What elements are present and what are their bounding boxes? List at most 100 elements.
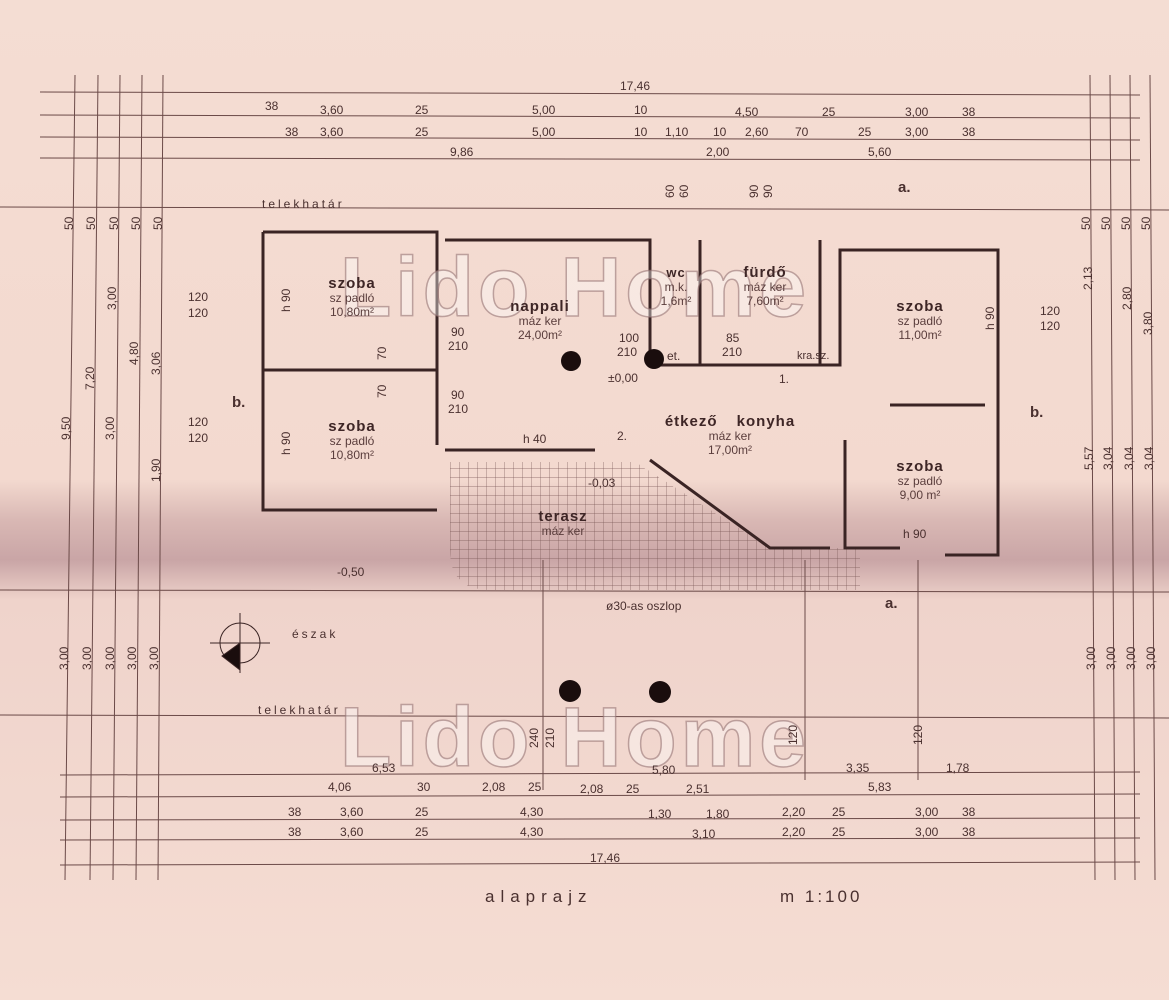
dim: 38	[288, 805, 302, 819]
drawing-title: alaprajz	[485, 887, 593, 906]
dimension-lines	[0, 74, 1169, 881]
note: kra.sz.	[797, 350, 830, 362]
dim: 3,60	[320, 125, 344, 139]
dim: 3,60	[340, 825, 364, 839]
dim: 1,78	[946, 761, 970, 775]
dim: 1,10	[665, 125, 689, 139]
dim: 3,00	[905, 125, 929, 139]
door-dim: 100	[619, 331, 640, 345]
dim: 25	[415, 125, 429, 139]
dim: 2,20	[782, 825, 806, 839]
dim: 3,00	[125, 646, 139, 670]
window-dim: 90	[747, 184, 761, 198]
dim: 5,00	[532, 103, 556, 117]
dim: 50	[107, 216, 121, 230]
dim: 3,10	[692, 827, 716, 841]
dim: 25	[626, 782, 640, 796]
room-floor: máz ker	[708, 429, 752, 444]
dim: 2,08	[580, 782, 604, 796]
dim: 4,30	[520, 825, 544, 839]
door-dim: 70	[375, 346, 389, 360]
room-name: szoba	[328, 275, 376, 292]
dim: 3,60	[320, 103, 344, 117]
window-dim: 120	[188, 290, 209, 304]
door-dim: 90	[451, 388, 465, 402]
column-note: ø30-as oszlop	[606, 599, 682, 613]
room-area: 10,80m²	[329, 448, 375, 463]
door-dim: 70	[375, 384, 389, 398]
dim: 1,90	[149, 458, 163, 482]
dim: 38	[285, 125, 299, 139]
dim: 2,80	[1120, 286, 1134, 310]
door-dim: 210	[448, 402, 469, 416]
dim: 3,35	[846, 761, 870, 775]
dim: 3,00	[1084, 646, 1098, 670]
dim: 2,60	[745, 125, 769, 139]
north-label: észak	[292, 627, 339, 641]
section-b-right: b.	[1030, 404, 1044, 421]
dim: 25	[832, 805, 846, 819]
window-dim: 90	[761, 184, 775, 198]
dim: 3,04	[1142, 446, 1156, 470]
dim: 50	[1119, 216, 1133, 230]
dim: 17,46	[620, 79, 651, 93]
dim: 38	[962, 125, 976, 139]
dim: 4,80	[127, 341, 141, 365]
dim: 3,00	[1104, 646, 1118, 670]
window-dim: 120	[188, 431, 209, 445]
terrace-hatch	[450, 462, 860, 590]
dim: 3,06	[149, 351, 163, 375]
dim: 25	[528, 780, 542, 794]
door-dim: 210	[448, 339, 469, 353]
note: 2.	[617, 429, 628, 443]
dim: 9,50	[59, 416, 73, 440]
dim: 3,00	[147, 646, 161, 670]
room-area: 11,00m²	[898, 328, 942, 343]
room-name: wc	[666, 265, 686, 280]
note: h 90	[903, 527, 927, 541]
note: et.	[667, 349, 681, 363]
door-dim: 85	[726, 331, 740, 345]
room-floor: sz padló	[897, 474, 943, 489]
dim: 3,00	[57, 646, 71, 670]
room-area: 24,00m²	[517, 328, 563, 343]
room-floor: sz padló	[329, 434, 375, 449]
dim: 25	[415, 805, 429, 819]
room-floor: sz padló	[329, 291, 375, 306]
dim: 3,00	[103, 416, 117, 440]
window-dim: 60	[677, 184, 691, 198]
room-name: szoba	[896, 458, 944, 475]
level-ground: -0,50	[337, 565, 365, 579]
dim: 1,80	[706, 807, 730, 821]
dim: 4,50	[735, 105, 759, 119]
plot-boundary-label: telekhatár	[258, 703, 341, 717]
section-a-bottom: a.	[885, 595, 898, 612]
room-name: nappali	[510, 298, 570, 315]
dim: 3,00	[1124, 646, 1138, 670]
door-dim: 240	[527, 727, 541, 748]
room-area: 17,00m²	[707, 443, 753, 458]
window-dim: 60	[663, 184, 677, 198]
dim: 5,80	[652, 763, 676, 777]
dim: 2,20	[782, 805, 806, 819]
dim: 50	[151, 216, 165, 230]
dim: 5,57	[1082, 446, 1096, 470]
dim: 2,13	[1081, 266, 1095, 290]
note: h 90	[983, 306, 997, 330]
window-dim: 120	[188, 415, 209, 429]
dim: 7,20	[83, 366, 97, 390]
room-area: 9,00 m²	[899, 488, 941, 503]
dim: 38	[288, 825, 302, 839]
north-arrow-icon	[210, 613, 270, 673]
dim: 9,86	[450, 145, 474, 159]
door-dim: 210	[722, 345, 743, 359]
plot-boundary-label: telekhatár	[262, 197, 345, 211]
